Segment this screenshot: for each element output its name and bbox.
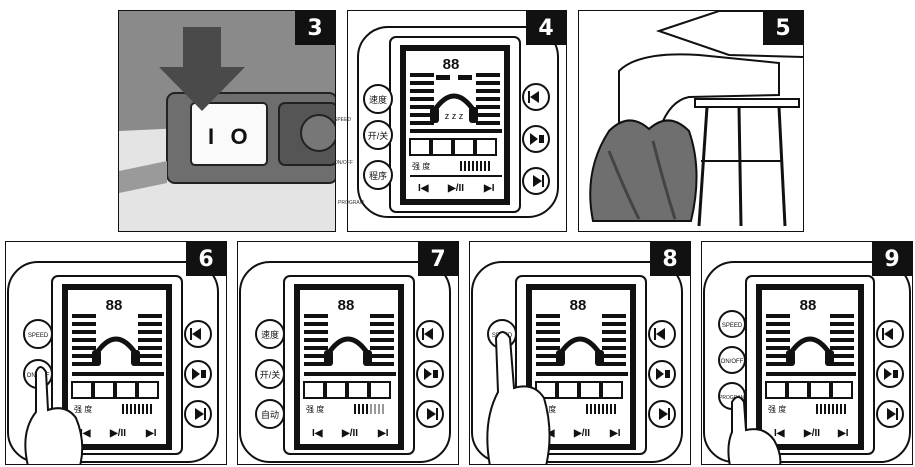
step-number: 4 — [526, 11, 566, 45]
svg-text:▶/II: ▶/II — [573, 428, 590, 439]
lcd-intensity-label: 强 度 — [412, 161, 430, 171]
play-stop-button[interactable] — [649, 361, 675, 387]
step-number: 5 — [763, 11, 803, 45]
speed-button[interactable]: SPEED — [24, 320, 52, 348]
side-label-onoff: ON/OFF — [334, 160, 353, 166]
lcd-play: ▶/II — [447, 183, 464, 194]
svg-text:开/关: 开/关 — [260, 369, 281, 380]
power-button[interactable]: 开/关 — [364, 121, 392, 149]
lcd-digits: 88 — [443, 56, 460, 73]
play-stop-button[interactable] — [523, 126, 549, 152]
svg-text:强 度: 强 度 — [306, 404, 324, 414]
next-button[interactable] — [185, 401, 211, 427]
svg-text:88: 88 — [800, 297, 817, 314]
svg-text:程序: 程序 — [369, 170, 387, 181]
svg-text:SPEED: SPEED — [722, 323, 743, 329]
switch-off-label: O — [230, 124, 247, 149]
step-7-panel: 88 强 度 I◀ ▶/II ▶I 速度 开/关 自动 7 — [237, 241, 459, 465]
svg-text:SPEED: SPEED — [28, 333, 49, 339]
step-number: 7 — [418, 242, 458, 276]
onoff-button[interactable]: ON/OFF — [719, 347, 745, 373]
speed-button[interactable]: 速度 — [364, 85, 392, 113]
program-button[interactable]: 程序 — [364, 161, 392, 189]
previous-button[interactable] — [185, 321, 211, 347]
auto-button[interactable]: 自动 — [256, 400, 284, 428]
svg-text:▶/II: ▶/II — [341, 428, 358, 439]
previous-button[interactable] — [523, 84, 549, 110]
svg-text:▶I: ▶I — [837, 428, 849, 439]
svg-text:▶I: ▶I — [377, 428, 389, 439]
next-button[interactable] — [877, 401, 903, 427]
svg-text:开/关: 开/关 — [368, 130, 389, 141]
switch-on-label: I — [208, 124, 214, 149]
svg-text:强 度: 强 度 — [74, 404, 92, 414]
previous-button[interactable] — [417, 321, 443, 347]
svg-text:88: 88 — [106, 297, 123, 314]
next-button[interactable] — [417, 401, 443, 427]
step-9-panel: 88 强 度 I◀ ▶/II ▶I SPEED ON/OFF PROGRAM 9 — [701, 241, 913, 465]
speed-button[interactable]: 速度 — [256, 320, 284, 348]
step-5-panel: 5 — [578, 10, 804, 232]
next-button[interactable] — [649, 401, 675, 427]
speed-button[interactable]: SPEED — [719, 311, 745, 337]
power-button[interactable]: 开/关 — [256, 360, 284, 388]
step-number: 9 — [872, 242, 912, 276]
step-8-panel: 88 强 度 I◀ ▶/II ▶I SPEED 8 — [469, 241, 691, 465]
step-6-panel: 88 强 度 I◀ ▶/II ▶I SPEED ON/OFF 6 — [5, 241, 227, 465]
lcd-prev: I◀ — [418, 183, 429, 194]
svg-text:▶/II: ▶/II — [109, 428, 126, 439]
svg-text:▶I: ▶I — [609, 428, 621, 439]
svg-text:z z z: z z z — [445, 111, 464, 121]
svg-text:自动: 自动 — [261, 409, 279, 420]
step-number: 3 — [295, 11, 335, 45]
svg-text:88: 88 — [338, 297, 355, 314]
svg-text:速度: 速度 — [261, 329, 279, 340]
svg-text:速度: 速度 — [369, 94, 387, 105]
previous-button[interactable] — [877, 321, 903, 347]
step-number: 8 — [650, 242, 690, 276]
svg-text:强 度: 强 度 — [768, 404, 786, 414]
svg-text:88: 88 — [570, 297, 587, 314]
play-stop-button[interactable] — [185, 361, 211, 387]
previous-button[interactable] — [649, 321, 675, 347]
svg-text:▶I: ▶I — [145, 428, 157, 439]
play-stop-button[interactable] — [417, 361, 443, 387]
svg-text:ON/OFF: ON/OFF — [721, 359, 744, 365]
svg-text:I◀: I◀ — [774, 428, 785, 439]
step-3-panel: I O 3 — [118, 10, 336, 232]
play-stop-button[interactable] — [877, 361, 903, 387]
side-label-program: PROGRAM — [338, 200, 364, 206]
next-button[interactable] — [523, 168, 549, 194]
side-label-speed: SPEED — [334, 117, 351, 123]
svg-text:▶/II: ▶/II — [803, 428, 820, 439]
step-4-panel: 88 z z z 强 度 I◀ ▶/II ▶I 速度 开/关 程序 — [347, 10, 567, 232]
svg-text:I◀: I◀ — [312, 428, 323, 439]
lcd-next: ▶I — [483, 183, 495, 194]
step-number: 6 — [186, 242, 226, 276]
